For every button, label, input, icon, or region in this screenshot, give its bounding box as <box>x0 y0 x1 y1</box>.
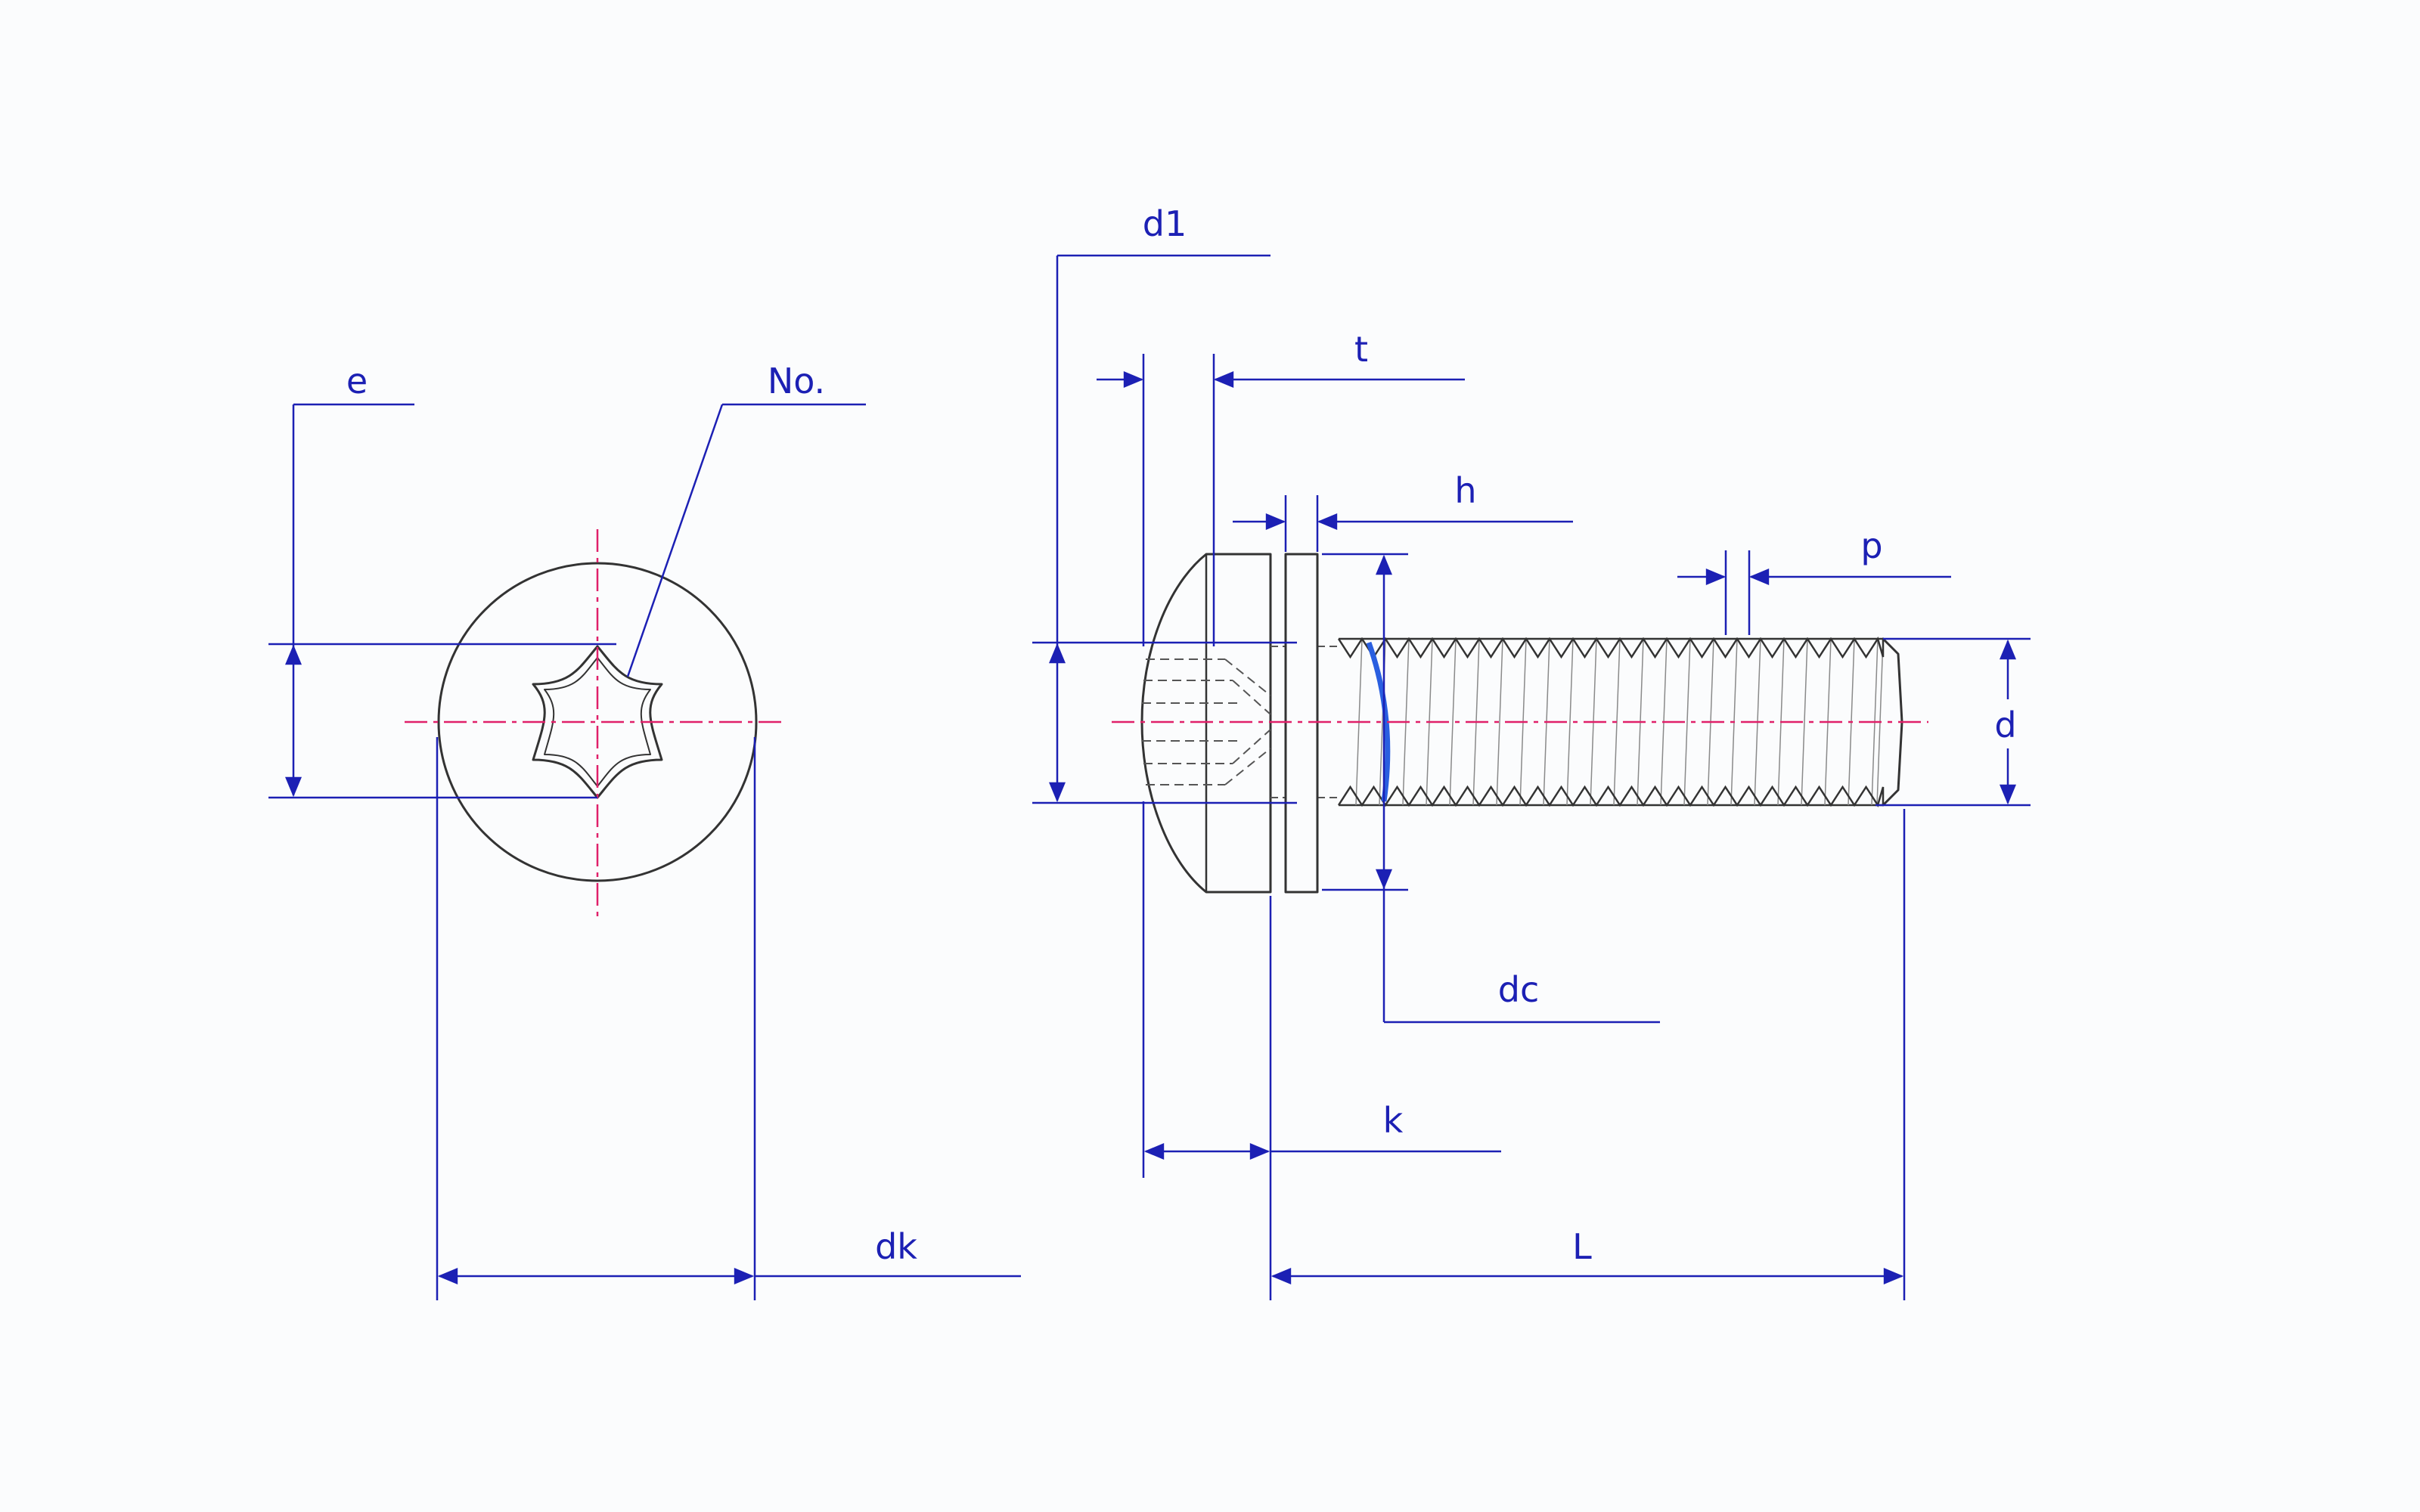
label-d1: d1 <box>1143 203 1187 244</box>
dimension-p <box>1677 550 1951 635</box>
thread-profile-bottom <box>1337 785 1885 807</box>
thread-flank-line <box>1801 638 1808 806</box>
label-e: e <box>346 361 368 401</box>
label-t: t <box>1354 329 1368 370</box>
dimension-k <box>1142 801 1501 1300</box>
side-view <box>1112 553 1928 894</box>
dimension-h <box>1233 495 1573 552</box>
label-dc: dc <box>1498 969 1540 1010</box>
screw-head <box>1140 553 1272 894</box>
label-dk: dk <box>875 1226 917 1267</box>
dimension-L <box>1270 809 1906 1300</box>
thread-flank-line <box>1449 638 1457 806</box>
dimension-dc <box>1322 553 1660 1024</box>
dimension-dk <box>436 737 1021 1300</box>
thread-flank-line <box>1496 638 1503 806</box>
label-L: L <box>1572 1226 1592 1267</box>
dimension-e <box>268 403 616 799</box>
dimension-d <box>1876 637 2031 807</box>
label-no: No. <box>768 361 825 401</box>
thread-profile-top <box>1337 637 1885 659</box>
washer <box>1284 553 1319 894</box>
shank-hidden-lines <box>1270 646 1339 798</box>
label-h: h <box>1454 470 1476 511</box>
head-outline-circle <box>437 562 758 882</box>
label-k: k <box>1383 1100 1404 1141</box>
label-d: d <box>1994 705 2016 745</box>
hidden-recess-lines <box>1142 658 1271 785</box>
dimension-d1 <box>1032 254 1297 804</box>
label-p: p <box>1860 525 1882 566</box>
dimension-t <box>1097 354 1465 646</box>
leader-no <box>626 403 866 677</box>
thread-flank-line <box>1566 638 1574 806</box>
front-view <box>405 529 786 922</box>
thread-flank-line <box>1683 638 1691 806</box>
